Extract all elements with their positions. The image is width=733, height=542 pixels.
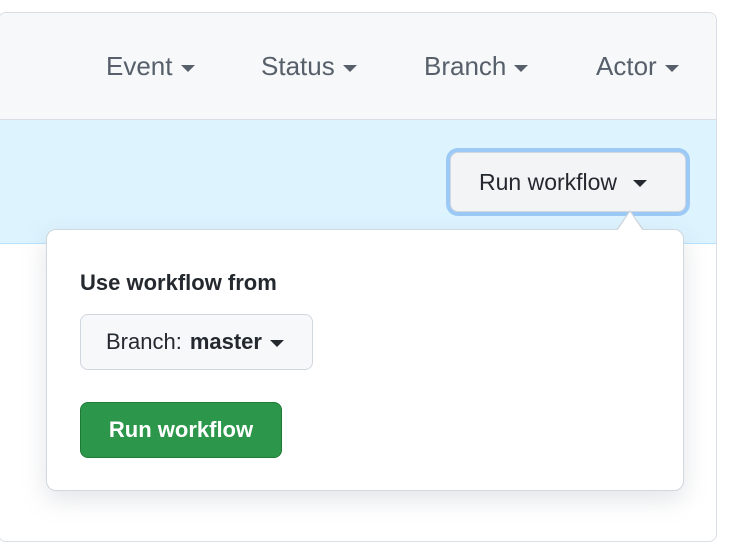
- branch-filter-label: Branch: [424, 51, 507, 81]
- run-workflow-popover: Use workflow from Branch: master Run wor…: [46, 229, 684, 491]
- actor-filter[interactable]: Actor: [596, 51, 679, 82]
- chevron-down-icon: [180, 64, 195, 72]
- branch-select-prefix: Branch:: [106, 329, 182, 354]
- branch-filter[interactable]: Branch: [424, 51, 529, 82]
- actor-filter-label: Actor: [596, 51, 657, 81]
- run-workflow-dropdown-button[interactable]: Run workflow: [450, 152, 686, 212]
- event-filter-label: Event: [106, 51, 173, 81]
- branch-select-value: master: [189, 329, 262, 354]
- status-filter[interactable]: Status: [261, 51, 357, 82]
- status-filter-label: Status: [261, 51, 335, 81]
- run-workflow-dropdown-label: Run workflow: [479, 168, 618, 195]
- filter-bar: Event Status Branch Actor: [0, 13, 716, 120]
- popover-arrow-fill: [617, 212, 643, 231]
- chevron-down-icon: [664, 64, 679, 72]
- event-filter[interactable]: Event: [106, 51, 195, 82]
- run-workflow-submit-button[interactable]: Run workflow: [80, 402, 282, 458]
- chevron-down-icon: [514, 64, 529, 72]
- branch-select-button[interactable]: Branch: master: [80, 314, 313, 370]
- popover-title: Use workflow from: [80, 270, 277, 295]
- chevron-down-icon: [633, 180, 648, 187]
- chevron-down-icon: [269, 340, 284, 347]
- chevron-down-icon: [342, 64, 357, 72]
